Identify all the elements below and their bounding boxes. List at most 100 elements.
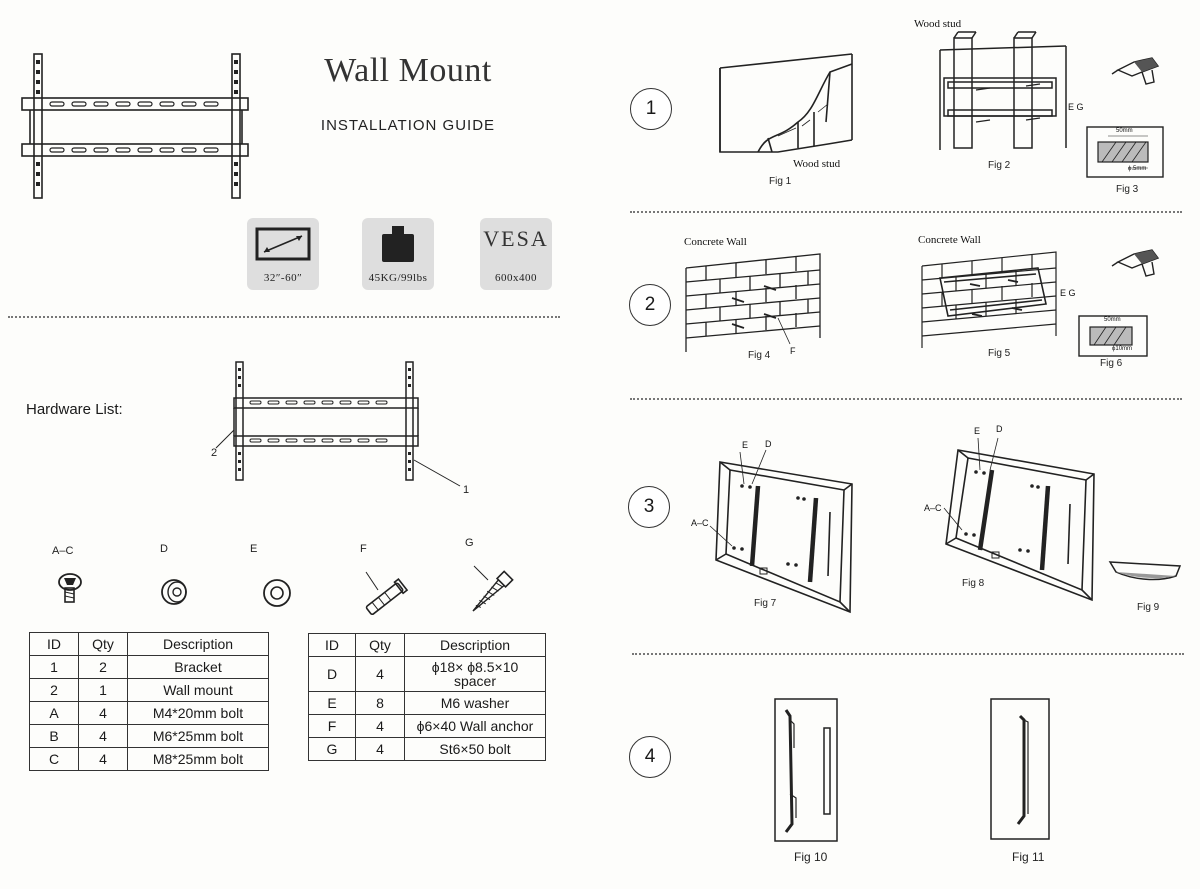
cell-qty: 4 — [355, 737, 405, 761]
fig10-label: Fig 10 — [794, 850, 828, 864]
cell-description: Bracket — [127, 655, 269, 679]
fig4-concrete-wall — [685, 253, 821, 352]
fig8-e-callout: E — [974, 426, 981, 436]
drill-icon — [1111, 249, 1160, 277]
fig5-label: Fig 5 — [988, 348, 1011, 359]
spacer-icon — [161, 579, 187, 605]
callout-wall-mount: 2 — [211, 447, 218, 459]
page-title: Wall Mount — [324, 52, 492, 89]
fig8-d-callout: D — [996, 424, 1003, 434]
cell-description: M4*20mm bolt — [127, 701, 269, 725]
cell-description: M8*25mm bolt — [127, 747, 269, 771]
fig7-label: Fig 7 — [754, 598, 777, 609]
fig9-label: Fig 9 — [1137, 602, 1160, 613]
cell-qty: 1 — [78, 678, 128, 702]
cell-qty: 2 — [78, 655, 128, 679]
table-header-description: Description — [404, 633, 546, 657]
fig8-label: Fig 8 — [962, 578, 985, 589]
fig6-hole-depth-detail — [1078, 315, 1148, 357]
table-header-qty: Qty — [78, 632, 128, 656]
vesa-word: VESA — [483, 226, 549, 251]
table-header-id: ID — [308, 633, 356, 657]
fig2-mount-on-studs — [939, 31, 1067, 150]
cell-qty: 8 — [355, 691, 405, 715]
part-label-e: E — [250, 543, 258, 555]
fig5-concrete-wall-label: Concrete Wall — [918, 234, 981, 246]
fig8-ac-callout: A–C — [924, 503, 942, 513]
fig3-dim-depth: 50mm — [1116, 128, 1133, 134]
step-4-badge: 4 — [629, 736, 671, 778]
fig6-dim-depth: 50mm — [1104, 317, 1121, 323]
cell-description: M6 washer — [404, 691, 546, 715]
fig9-tv-edge-detail — [1108, 561, 1182, 581]
part-label-f: F — [360, 543, 367, 555]
page-subtitle: INSTALLATION GUIDE — [320, 117, 496, 134]
cell-id: D — [308, 656, 356, 692]
fig7-ac-callout: A–C — [691, 518, 709, 528]
cell-id: F — [308, 714, 356, 738]
fig7-e-callout: E — [742, 440, 749, 450]
table-header-row: ID Qty Description — [308, 633, 546, 657]
fig3-label: Fig 3 — [1116, 184, 1139, 195]
table-header-description: Description — [127, 632, 269, 656]
fig5-mount-on-concrete — [921, 251, 1057, 348]
step-3-badge: 3 — [628, 486, 670, 528]
hardware-bracket-illustration — [215, 361, 461, 487]
spec-vesa: VESA 600x400 — [480, 218, 552, 290]
cell-description: M6*25mm bolt — [127, 724, 269, 748]
spec-screen-size: 32″-60″ — [247, 218, 319, 290]
spec-load: 45KG/99lbs — [362, 218, 434, 290]
spec-vesa-label: 600x400 — [495, 272, 537, 284]
part-label-g: G — [465, 537, 474, 549]
step-2-badge: 2 — [629, 284, 671, 326]
table-header-row: ID Qty Description — [29, 632, 269, 656]
fig2-label: Fig 2 — [988, 160, 1011, 171]
cell-id: A — [29, 701, 79, 725]
cell-qty: 4 — [78, 747, 128, 771]
wall-mount-illustration — [21, 53, 249, 199]
washer-icon — [263, 579, 291, 607]
fig3-dim-dia: ϕ.5mm — [1128, 166, 1147, 172]
fig10-side-view — [774, 698, 838, 842]
wall-anchor-icon — [365, 571, 409, 616]
fig4-label: Fig 4 — [748, 350, 771, 361]
spec-load-label: 45KG/99lbs — [368, 272, 428, 284]
callout-bracket: 1 — [463, 484, 470, 496]
fig1-wall-cutaway — [719, 53, 853, 153]
drill-icon — [1111, 57, 1160, 85]
cell-id: E — [308, 691, 356, 715]
bolt-icon — [58, 573, 82, 603]
fig1-label: Fig 1 — [769, 176, 792, 187]
fig4-concrete-wall-label: Concrete Wall — [684, 236, 747, 248]
cell-description: ϕ6×40 Wall anchor — [404, 714, 546, 738]
cell-qty: 4 — [78, 701, 128, 725]
cell-description: St6×50 bolt — [404, 737, 546, 761]
step-1-badge: 1 — [630, 88, 672, 130]
fig4-f-callout: F — [790, 346, 796, 356]
fig7-bracket-on-tv — [709, 449, 853, 614]
fig7-d-callout: D — [765, 439, 772, 449]
table-header-id: ID — [29, 632, 79, 656]
weight-icon — [382, 226, 414, 262]
fig3-hole-depth-detail — [1086, 126, 1164, 178]
cell-id: B — [29, 724, 79, 748]
screw-icon — [472, 565, 514, 612]
cell-id: 1 — [29, 655, 79, 679]
cell-qty: 4 — [355, 656, 405, 692]
spec-size-label: 32″-60″ — [263, 272, 303, 284]
fig2-eg-callout: E G — [1068, 102, 1084, 112]
cell-qty: 4 — [355, 714, 405, 738]
cell-qty: 4 — [78, 724, 128, 748]
fig1-wood-stud-label: Wood stud — [793, 158, 841, 170]
cell-description: ϕ18× ϕ8.5×10 spacer — [404, 656, 546, 692]
step-divider — [630, 398, 1182, 400]
